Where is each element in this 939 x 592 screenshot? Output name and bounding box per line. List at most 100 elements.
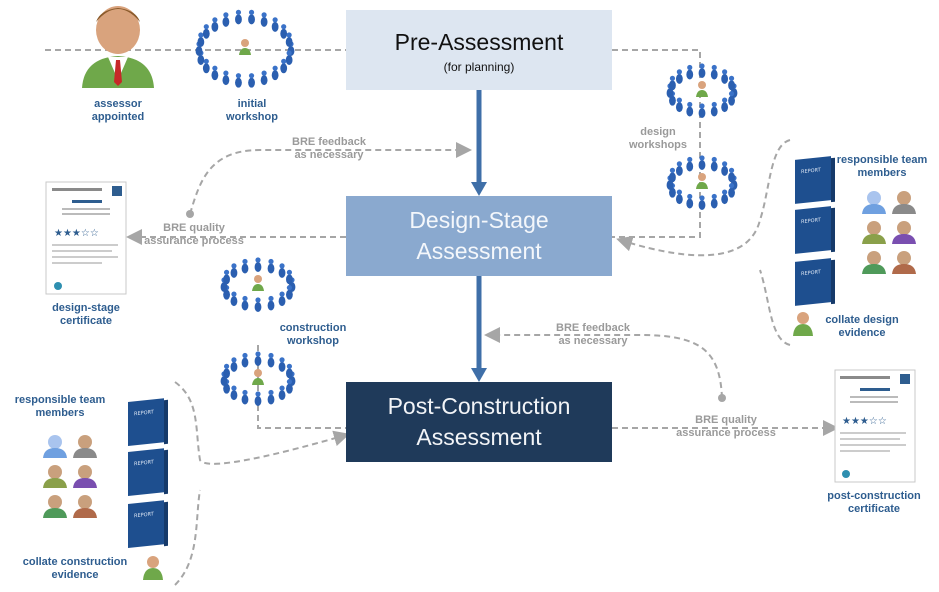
workshop-figure	[285, 50, 293, 66]
workshop-figure	[267, 295, 275, 311]
post-construction-certificate-icon: ★★★☆☆	[834, 369, 916, 483]
design-stage-line1: Design-Stage	[409, 207, 549, 233]
workshop-ring-icon-design-1	[666, 63, 738, 118]
workshop-ring-icon-design-2	[666, 155, 738, 210]
workshop-figure	[280, 24, 288, 39]
workshop-figure	[202, 24, 210, 39]
workshop-center-person	[252, 369, 264, 385]
workshop-figure	[254, 391, 262, 406]
team-member-icon	[862, 221, 886, 244]
workshop-figure	[230, 385, 238, 401]
svg-text:REPORT: REPORT	[134, 409, 155, 417]
workshop-figure	[286, 363, 293, 379]
flow-arrow-pre-to-design	[471, 90, 487, 196]
team-member-icon	[43, 435, 67, 458]
svg-text:REPORT: REPORT	[134, 459, 155, 467]
team-members-right-icons	[862, 191, 916, 274]
design-stage-box: Design-Stage Assessment	[346, 196, 612, 276]
workshop-figure	[698, 103, 706, 118]
design-certificate-icon: ★★★☆☆	[45, 181, 127, 295]
workshop-figure	[669, 167, 676, 183]
workshop-center-person	[239, 39, 251, 55]
workshop-ring-icon-initial	[195, 9, 295, 88]
workshop-ring-icon-construction-1	[220, 257, 296, 312]
workshop-ring-icon-construction-2	[220, 351, 296, 406]
workshop-figure	[254, 257, 262, 272]
team-member-icon	[73, 435, 97, 458]
workshop-figure	[721, 97, 729, 113]
post-construction-line2: Assessment	[416, 424, 542, 450]
workshop-figure	[675, 189, 683, 205]
workshop-center-person	[696, 173, 708, 189]
workshop-figure	[241, 258, 249, 274]
workshop-figure	[211, 65, 219, 81]
workshop-figure	[241, 295, 249, 311]
team-member-icon	[892, 221, 916, 244]
svg-text:★★★☆☆: ★★★☆☆	[842, 416, 887, 427]
workshop-figure	[278, 263, 286, 278]
pre-assessment-subtitle: (for planning)	[443, 59, 515, 74]
team-member-icon	[73, 465, 97, 488]
svg-text:REPORT: REPORT	[801, 269, 822, 277]
pre-assessment-title: Pre-Assessment	[394, 28, 564, 55]
workshop-figure	[241, 389, 249, 405]
workshop-figure	[267, 258, 275, 274]
report-book-icon: REPORT	[128, 500, 168, 548]
workshop-center-person	[252, 275, 264, 291]
workshop-figure	[721, 161, 729, 176]
workshop-figure	[280, 58, 288, 74]
workshop-figure	[248, 9, 255, 25]
report-book-icon: REPORT	[795, 258, 835, 306]
workshop-figure	[260, 12, 268, 27]
workshop-figure	[286, 379, 293, 394]
workshop-figure	[728, 183, 735, 198]
workshop-figure	[202, 58, 210, 74]
workshop-figure	[222, 70, 230, 86]
workshop-figure	[230, 291, 238, 307]
svg-text:★★★☆☆: ★★★☆☆	[54, 228, 99, 239]
flow-arrow-design-to-post	[471, 276, 487, 382]
team-member-icon	[43, 495, 67, 518]
workshop-figure	[728, 75, 735, 91]
workshop-figure	[675, 69, 683, 84]
workshop-figure	[222, 12, 230, 27]
report-book-icon: REPORT	[795, 206, 835, 254]
workshop-figure	[197, 32, 205, 47]
workshop-figure	[230, 357, 238, 372]
workshop-figure	[223, 363, 230, 379]
design-stage-line2: Assessment	[416, 238, 542, 264]
workshop-figure	[686, 156, 694, 172]
workshop-figure	[675, 97, 683, 113]
report-book-icon: REPORT	[795, 156, 835, 204]
workshop-figure	[267, 389, 275, 405]
workshop-figure	[728, 167, 735, 183]
workshop-figure	[710, 64, 718, 80]
workshop-figure	[285, 32, 293, 47]
workshop-center-person	[696, 81, 708, 97]
workshop-figure	[241, 352, 249, 368]
team-member-icon	[862, 191, 886, 214]
collate-design-person-icon	[793, 312, 813, 336]
team-members-left-icons	[43, 435, 97, 518]
team-member-icon	[43, 465, 67, 488]
report-book-icon: REPORT	[128, 398, 168, 446]
team-member-icon	[892, 191, 916, 214]
workshop-figure	[230, 263, 238, 278]
workshop-figure	[686, 193, 694, 209]
svg-text:REPORT: REPORT	[801, 217, 822, 225]
post-construction-line1: Post-Construction	[387, 393, 571, 419]
workshop-figure	[235, 73, 242, 88]
workshop-figure	[267, 352, 275, 368]
